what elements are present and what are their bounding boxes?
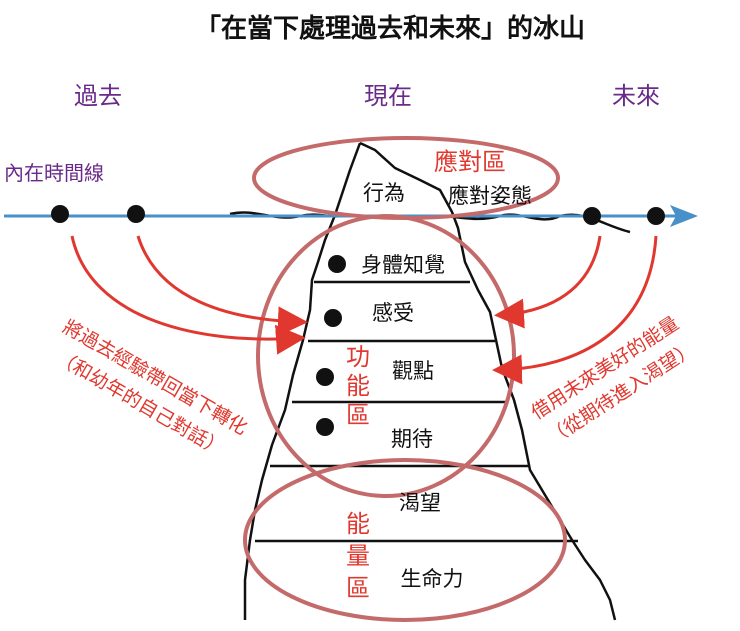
future-arrow-outer <box>492 235 658 385</box>
energy-zone-char: 區 <box>346 574 370 602</box>
function-zone-char: 功 <box>346 343 370 371</box>
coping-stance-label: 應對姿態 <box>448 184 532 208</box>
function-zone-char: 能 <box>346 372 370 400</box>
layer-label-body: 身體知覺 <box>361 253 445 277</box>
left-note: 將過去經驗帶回當下轉化 （和幼年的自己對話） <box>52 316 251 461</box>
energy-zone-char: 量 <box>346 542 370 570</box>
layer-label-feelings: 感受 <box>372 301 414 325</box>
future-arrow-inner <box>494 235 602 329</box>
future-header: 未來 <box>612 82 660 110</box>
energy-zone-char: 能 <box>346 510 370 538</box>
present-header: 現在 <box>364 82 412 110</box>
layer-label-perceptions: 觀點 <box>392 359 434 383</box>
coping-zone-label: 應對區 <box>434 148 506 176</box>
past-arrow-inner <box>136 235 308 337</box>
layer-label-expectations: 期待 <box>391 427 433 451</box>
function-zone-char: 區 <box>346 401 370 429</box>
timeline-dot <box>127 205 145 223</box>
timeline-dot <box>647 207 665 225</box>
layer-label-life-force: 生命力 <box>401 567 464 591</box>
layer-dot <box>316 418 334 436</box>
timeline-arrow-head <box>670 205 698 227</box>
layer-dot <box>324 309 342 327</box>
timeline-label: 內在時間線 <box>4 161 104 185</box>
timeline-dot <box>583 207 601 225</box>
energy-zone-circle <box>243 458 567 622</box>
past-header: 過去 <box>74 82 122 110</box>
diagram-title: 「在當下處理過去和未來」的冰山 <box>195 13 585 44</box>
timeline-dot <box>51 205 69 223</box>
layer-dot <box>328 255 346 273</box>
layer-dot <box>316 368 334 386</box>
layer-label-yearnings: 渴望 <box>399 491 441 515</box>
past-arrow-outer <box>70 235 306 355</box>
behavior-label: 行為 <box>363 181 405 205</box>
